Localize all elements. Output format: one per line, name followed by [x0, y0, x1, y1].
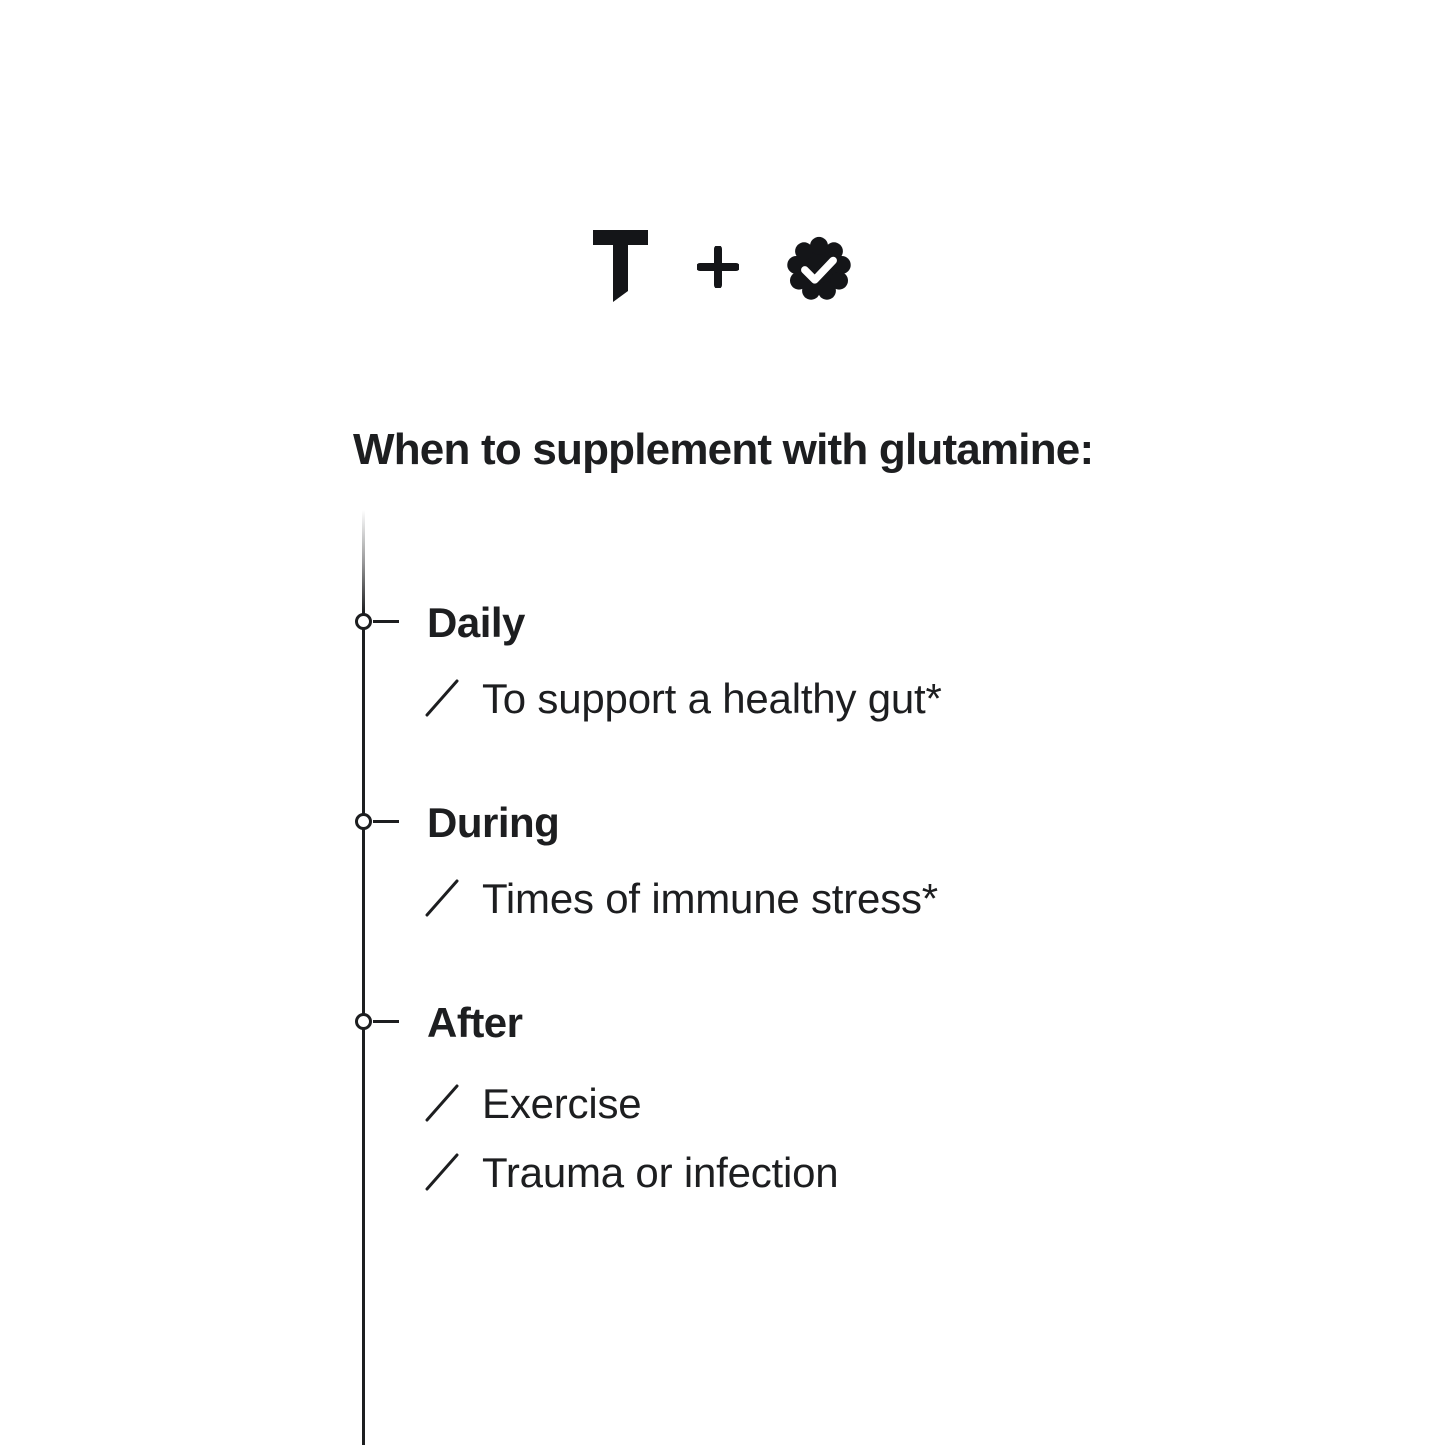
list-item: To support a healthy gut* — [425, 678, 942, 720]
timeline-node-circle-icon — [355, 813, 372, 830]
slash-bullet-icon — [425, 679, 459, 717]
brand-t-logo-icon — [593, 230, 648, 302]
timeline-node-after — [355, 1013, 399, 1030]
list-item-label: Exercise — [482, 1080, 642, 1127]
list-item-label: Times of immune stress* — [482, 875, 938, 922]
slash-bullet-icon — [425, 879, 459, 917]
list-item-label: Trauma or infection — [482, 1149, 839, 1196]
list-item: Trauma or infection — [425, 1149, 839, 1196]
slash-bullet-icon — [425, 1084, 459, 1122]
plus-icon — [697, 246, 739, 288]
timeline-node-circle-icon — [355, 613, 372, 630]
list-item: Times of immune stress* — [425, 878, 938, 920]
timeline-node-during — [355, 813, 399, 830]
list-item: Exercise — [425, 1080, 642, 1127]
verified-badge-icon — [787, 236, 851, 300]
list-item-label: To support a healthy gut* — [482, 675, 942, 722]
section-heading-daily: Daily — [427, 599, 525, 646]
section-heading-during: During — [427, 799, 560, 846]
section-heading-after: After — [427, 999, 523, 1046]
timeline-line — [362, 510, 365, 1445]
timeline-node-circle-icon — [355, 1013, 372, 1030]
timeline-node-dash — [373, 820, 399, 823]
timeline-node-daily — [355, 613, 399, 630]
timeline-node-dash — [373, 620, 399, 623]
timeline-node-dash — [373, 1020, 399, 1023]
slash-bullet-icon — [425, 1153, 459, 1191]
page-title: When to supplement with glutamine: — [353, 425, 1094, 474]
